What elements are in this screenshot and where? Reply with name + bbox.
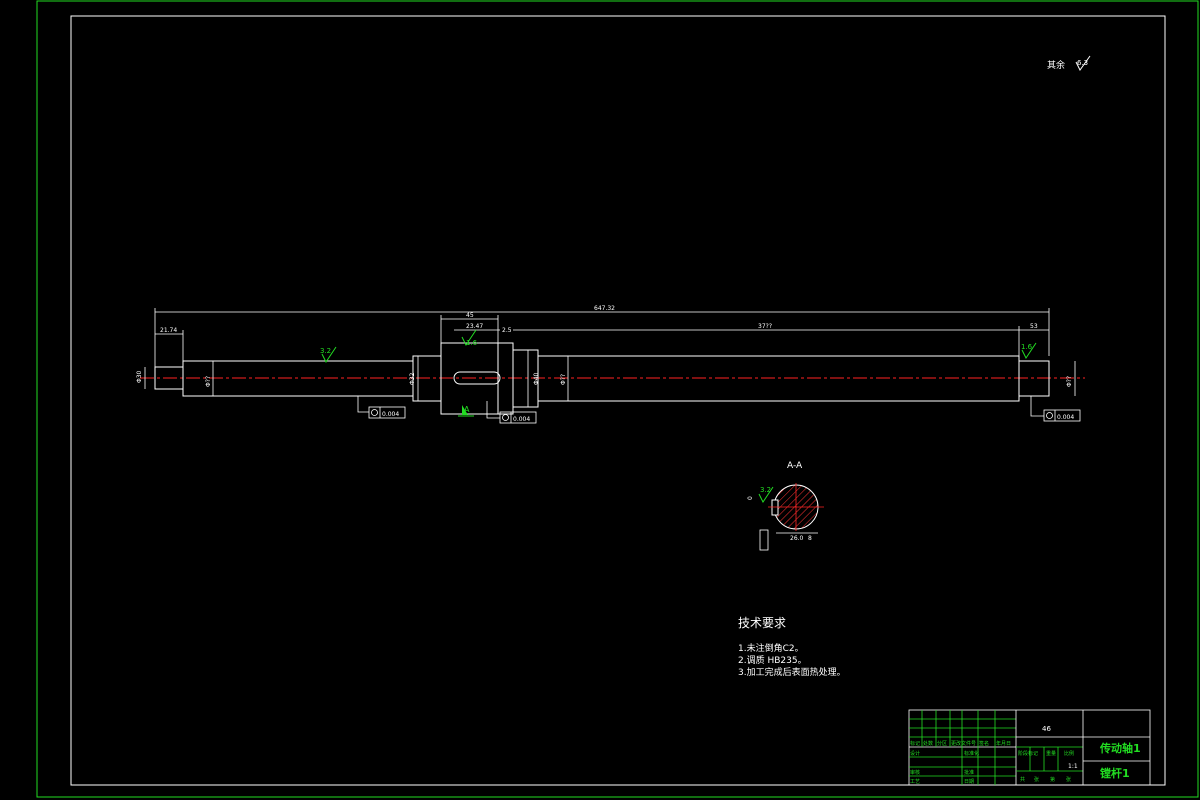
tol-value-right: 0.004 [1057,414,1074,421]
part-name: 传动轴1 [1099,741,1141,755]
scale-value: 1:1 [1068,763,1078,770]
tb-sheet-3: 第 [1050,776,1055,783]
roughness-key-icon [461,329,477,346]
tb-sheet-4: 张 [1066,776,1071,783]
keyway-slot [453,371,501,385]
dimensions [144,308,1076,407]
outer-frame [36,0,1199,798]
section-key-depth: 26.0 [790,535,804,542]
tol-leader-mid [486,401,500,419]
dia-collar-text: Φ40 [533,372,540,385]
tb-row-date: 日期 [964,779,974,785]
tolerance-frames [357,396,1081,424]
tb-header-2: 分区 [937,740,947,747]
key-slot-text: 23.47 [466,323,483,330]
dia-left-journal-text: Φ?? [205,376,212,387]
tb-sheet-1: 共 [1020,776,1025,783]
tb-header-0: 标记 [910,740,920,747]
tb-row-process: 工艺 [910,779,920,785]
overall-length-text: 647.32 [594,305,615,312]
mark-number: 46 [1042,725,1051,733]
roughness-right-icon [1021,342,1037,359]
inner-frame [70,15,1166,786]
shoulder-text: 2.5 [502,327,512,334]
section-roughness-icon [758,486,774,503]
tech-item-1: 1.未注倒角C2。 [738,642,804,654]
tech-title: 技术要求 [738,616,786,630]
left-step-text: 21.74 [160,327,177,334]
tb-header-1: 处数 [923,740,933,747]
right-end-section [1018,360,1050,397]
datum-marker: A [458,405,474,417]
right-step-text: 53 [1030,323,1038,330]
section-tol-frame [759,529,769,551]
dimension-texts: 647.32 21.74 45 23.47 2.5 37?? 53 Φ30 Φ?… [136,305,1073,387]
long-section-text: 37?? [758,323,772,330]
dia-mid-text: Φ32 [409,372,416,385]
dia-long-text: Φ?? [560,374,567,385]
tech-item-2: 2.调质 HB235。 [738,654,807,666]
dia-end-right-text: Φ?? [1066,376,1073,387]
finish-value: 6.3 [1077,59,1088,67]
key-section-width-text: 45 [466,312,474,319]
shaft-main-view [140,342,1085,415]
dia-end-left-text: Φ30 [136,370,143,383]
finish-label: 其余 [1047,59,1065,71]
tol-frame-mid [499,411,537,424]
tol-leader-left [357,396,369,413]
tb-header-5: 年月日 [996,740,1011,747]
surface-finish-note: 其余 6.3 [1047,55,1091,71]
title-block [908,709,1151,786]
section-roughness-text: 3.2 [760,486,771,494]
tb-row-approve: 批准 [964,769,974,776]
section-title: A-A [787,461,803,471]
section-key-width: 8 [808,535,812,542]
assembly-name: 镗杆1 [1100,766,1130,780]
tb-header-4: 签名 [979,740,989,747]
roughness-key-text: 1.6 [466,339,478,347]
roughness-marks [321,329,1037,363]
tb-row-standard: 标准化 [964,750,979,757]
tol-frame-right [1043,409,1081,422]
tb-sheet-2: 张 [1034,776,1039,783]
tech-item-3: 3.加工完成后表面热处理。 [738,666,846,678]
tol-value-left: 0.004 [382,411,399,418]
tb-row-review: 审核 [910,769,920,776]
tol-frame-left [368,406,406,419]
section-small-dim: 0 [747,496,754,500]
tb-header-3: 更改文件号 [951,740,976,747]
roughness-right-text: 1.6 [1021,343,1033,351]
roughness-left-text: 3.2 [320,347,331,355]
section-view: A-A 3.2 26.0 8 0 [747,461,824,551]
roughness-left-icon [321,346,337,363]
tol-leader-right [1030,396,1044,417]
tb-stage: 阶段标记 [1018,750,1038,757]
tol-value-mid: 0.004 [513,416,530,423]
tb-row-design: 设计 [910,750,920,757]
section-keyway [771,499,779,516]
tech-requirements: 技术要求 1.未注倒角C2。 2.调质 HB235。 3.加工完成后表面热处理。 [738,616,846,678]
roughness-symbol-icon [1075,55,1091,71]
tb-weight: 重量 [1046,750,1056,757]
tb-scale-label: 比例 [1064,750,1074,757]
datum-label: A [464,405,470,414]
